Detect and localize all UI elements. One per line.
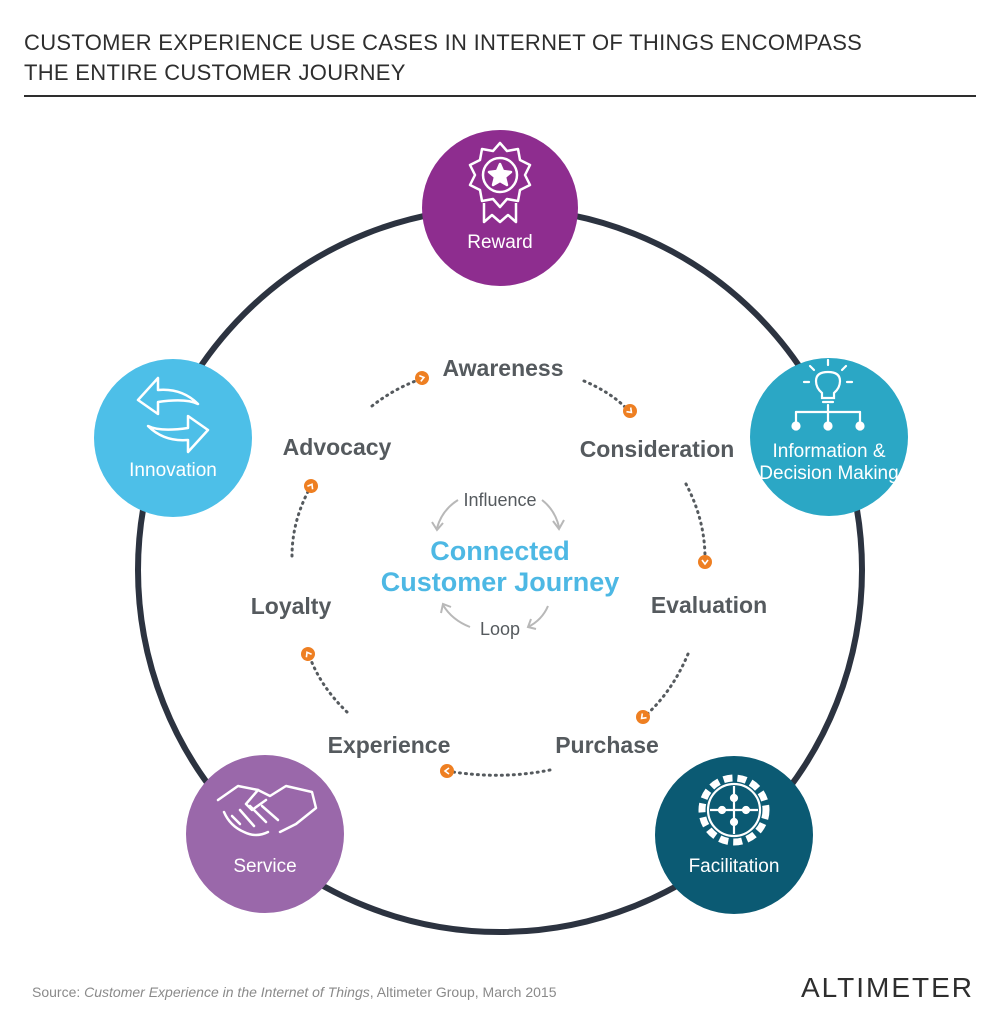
loop-arc-bottom-left: [442, 604, 471, 628]
center-title-line-2: Customer Journey: [381, 567, 620, 597]
connector-consideration-evaluation: [684, 482, 707, 560]
stage-loyalty: Loyalty: [251, 593, 332, 619]
hub-facilitation: Facilitation: [655, 756, 813, 914]
connector-experience-loyalty: [307, 653, 349, 714]
source-title: Customer Experience in the Internet of T…: [84, 984, 370, 1000]
source-prefix: Source:: [32, 984, 85, 1000]
hub-reward: Reward: [422, 130, 578, 286]
hub-label-reward: Reward: [467, 232, 532, 253]
stage-awareness: Awareness: [442, 355, 563, 381]
handshake-icon: [216, 784, 318, 837]
hub-innovation: Innovation: [94, 359, 252, 517]
influence-label: Influence: [463, 490, 536, 510]
arrow-marker: [636, 710, 650, 724]
stage-consideration: Consideration: [580, 436, 735, 462]
brand-logo: ALTIMETER: [800, 972, 974, 1003]
stage-connectors: [290, 377, 707, 777]
loop-arc-bottom-right: [527, 605, 549, 628]
center-title-line-1: Connected: [430, 536, 570, 566]
loop-arc-top-left: [436, 499, 459, 529]
exchange-arrows-icon: [136, 376, 210, 454]
hub-label-service: Service: [233, 856, 296, 877]
title-line-1: CUSTOMER EXPERIENCE USE CASES IN INTERNE…: [24, 30, 863, 55]
title-divider: [24, 95, 976, 97]
connector-awareness-consideration: [582, 379, 628, 410]
arrow-marker: [698, 555, 712, 569]
lightbulb-network-icon: [791, 358, 865, 431]
hub-circle: [750, 358, 908, 516]
loop-label: Loop: [480, 619, 520, 639]
arrow-marker: [304, 479, 318, 493]
source-suffix: , Altimeter Group, March 2015: [369, 984, 557, 1000]
stage-advocacy: Advocacy: [283, 434, 392, 460]
hub-service: Service: [186, 755, 344, 913]
title-line-2: THE ENTIRE CUSTOMER JOURNEY: [24, 60, 406, 85]
gear-puzzle-icon: [698, 774, 770, 846]
arrow-marker: [415, 371, 429, 385]
diagram-title: CUSTOMER EXPERIENCE USE CASES IN INTERNE…: [24, 28, 964, 88]
award-ribbon-icon: [468, 141, 532, 224]
connector-evaluation-purchase: [643, 652, 690, 718]
stage-arrows: [301, 371, 712, 778]
connector-advocacy-awareness: [370, 377, 423, 408]
hub-label-information: Information &: [773, 441, 886, 462]
arrow-marker: [440, 764, 454, 778]
source-footer: Source: Customer Experience in the Inter…: [32, 984, 557, 1000]
hub-label-decision-making: Decision Making: [759, 463, 898, 484]
hub-label-facilitation: Facilitation: [689, 856, 780, 877]
connector-purchase-experience: [445, 768, 552, 777]
stage-experience: Experience: [328, 732, 451, 758]
arrow-marker: [301, 647, 315, 661]
stage-evaluation: Evaluation: [651, 592, 767, 618]
hub-circle: [94, 359, 252, 517]
hub-information-decision-making: Information & Decision Making: [750, 358, 908, 516]
center-loop: Influence Loop Connected Customer Journe…: [381, 490, 620, 639]
stage-labels: Awareness Consideration Evaluation Purch…: [251, 355, 767, 758]
arrow-marker: [623, 404, 637, 418]
hub-label-innovation: Innovation: [129, 460, 217, 481]
connector-loyalty-advocacy: [290, 484, 313, 558]
stage-purchase: Purchase: [555, 732, 659, 758]
loop-arc-top-right: [541, 499, 560, 528]
